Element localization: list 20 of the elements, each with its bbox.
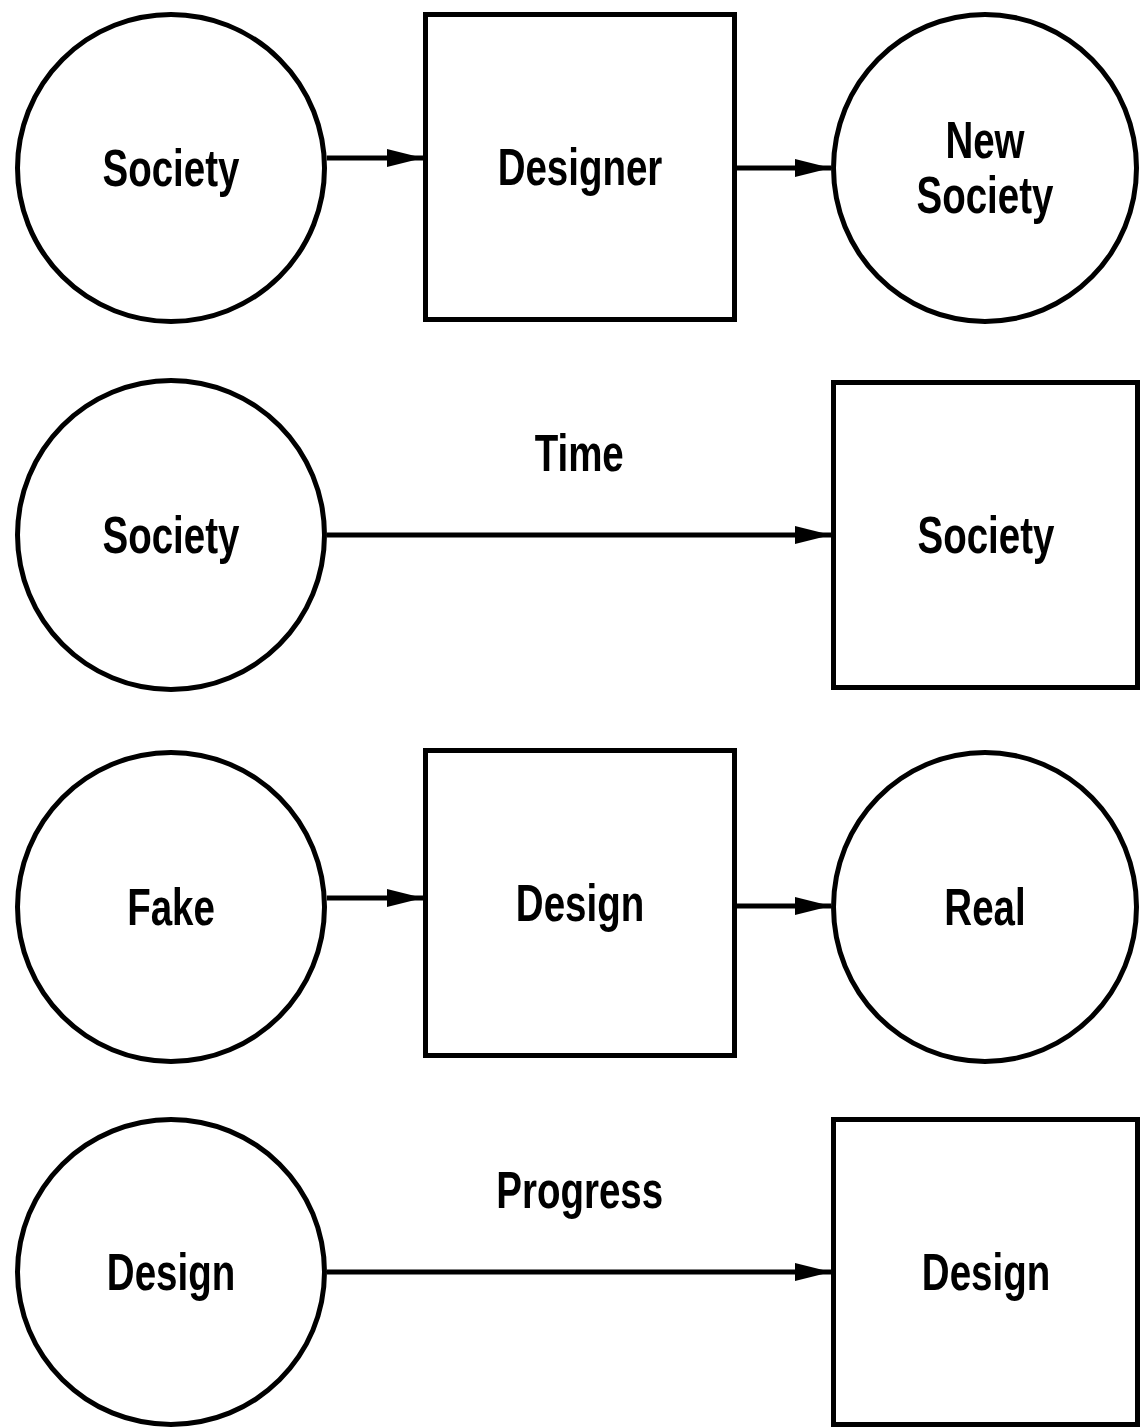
node-label: Real (943, 879, 1027, 935)
node-label: Design (514, 875, 646, 931)
arrow (737, 159, 831, 177)
process-box (423, 748, 737, 1058)
arrow (327, 526, 831, 544)
node-label: Society (101, 140, 241, 196)
process-box (831, 380, 1140, 690)
arrow (326, 149, 423, 167)
node-label: New Society (915, 113, 1055, 223)
node-label: Society (101, 507, 241, 563)
node-label: Design (920, 1244, 1051, 1300)
process-box (831, 1117, 1140, 1427)
process-box (423, 12, 737, 322)
arrow (327, 1263, 831, 1281)
arrow (326, 889, 423, 907)
node-label: Society (916, 507, 1055, 563)
node-label: Designer (496, 139, 664, 195)
node-label: Fake (126, 879, 216, 935)
arrow (737, 897, 831, 915)
node-label: Design (105, 1244, 237, 1300)
